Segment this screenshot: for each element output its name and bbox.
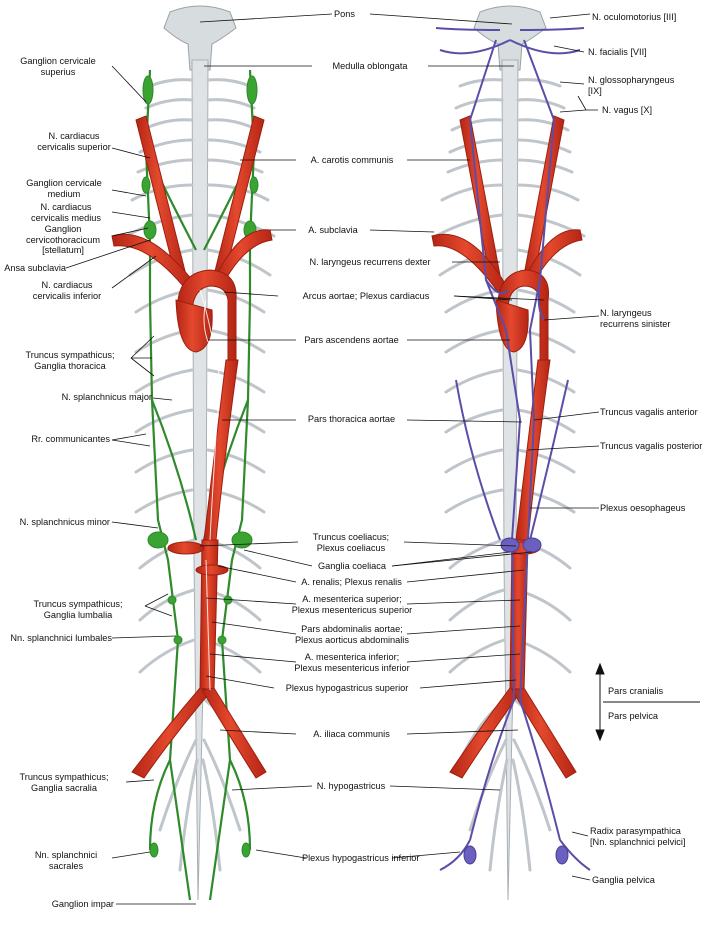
label-pons: Pons	[334, 9, 355, 19]
label-truncus-sympathicus-lumbalia: Truncus sympathicus; Ganglia lumbalia	[33, 599, 123, 620]
label-a-renalis: A. renalis; Plexus renalis	[301, 577, 402, 587]
label-plexus-hypogastricus-inferior: Plexus hypogastricus inferior	[302, 853, 420, 863]
right-coeliac-ganglia	[463, 537, 569, 865]
label-n-oculomotorius: N. oculomotorius [III]	[592, 12, 677, 22]
label-truncus-vagalis-anterior: Truncus vagalis anterior	[600, 407, 698, 417]
label-truncus-sympathicus-sacralia: Truncus sympathicus; Ganglia sacralia	[19, 772, 109, 793]
label-pars-cranialis: Pars cranialis	[608, 686, 664, 696]
label-n-laryngeus-recurrens-sinister: N. laryngeus recurrens sinister	[600, 308, 671, 329]
label-plexus-oesophageus: Plexus oesophageus	[600, 503, 686, 513]
label-a-subclavia: A. subclavia	[308, 225, 358, 235]
label-truncus-coeliacus: Truncus coeliacus; Plexus coeliacus	[312, 532, 390, 553]
label-n-cardiacus-cervicalis-superior: N. cardiacus cervicalis superior	[37, 131, 111, 152]
left-brainstem	[163, 5, 237, 71]
left-arteries	[111, 115, 273, 779]
label-truncus-sympathicus-thoracica: Truncus sympathicus; Ganglia thoracica	[25, 350, 115, 371]
leader-lines	[65, 13, 600, 905]
left-spinal-cord	[191, 59, 209, 901]
left-sympathetic-trunks	[144, 69, 256, 901]
label-truncus-vagalis-posterior: Truncus vagalis posterior	[600, 441, 703, 451]
label-ansa-subclavia: Ansa subclavia	[4, 263, 66, 273]
left-figure	[111, 5, 276, 901]
right-figure	[431, 5, 591, 901]
label-n-splanchnicus-minor: N. splanchnicus minor	[19, 517, 110, 527]
label-a-carotis-communis: A. carotis communis	[310, 155, 394, 165]
label-medulla-oblongata: Medulla oblongata	[332, 61, 408, 71]
label-plexus-hypogastricus-superior: Plexus hypogastricus superior	[285, 683, 409, 693]
left-ascending-aorta	[175, 299, 213, 353]
label-pars-pelvica: Pars pelvica	[608, 711, 659, 721]
label-n-cardiacus-cervicalis-medius: N. cardiacus cervicalis medius	[31, 202, 101, 223]
label-a-mesenterica-superior: A. mesenterica superior; Plexus mesenter…	[291, 594, 413, 615]
label-pars-abdominalis-aortae: Pars abdominalis aortae; Plexus aorticus…	[295, 624, 409, 645]
label-nn-splanchnici-lumbales: Nn. splanchnici lumbales	[10, 633, 112, 643]
label-n-splanchnicus-major: N. splanchnicus major	[61, 392, 152, 402]
label-ganglion-impar: Ganglion impar	[51, 899, 114, 909]
label-rr-communicantes: Rr. communicantes	[31, 434, 110, 444]
right-brainstem	[473, 5, 547, 71]
label-pars-thoracica-aortae: Pars thoracica aortae	[307, 414, 396, 424]
left-iliac-left	[201, 687, 267, 779]
left-iliac-right	[131, 687, 213, 779]
label-ganglia-coeliaca: Ganglia coeliaca	[318, 561, 386, 571]
cranial-pelvic-divider	[595, 662, 700, 742]
label-radix-parasympathica: Radix parasympathica [Nn. splanchnici pe…	[590, 826, 686, 847]
left-autonomic-plexus	[199, 289, 221, 691]
right-vagus-nerves	[435, 27, 591, 871]
label-n-hypogastricus: N. hypogastricus	[316, 781, 386, 791]
label-n-cardiacus-cervicalis-inferior: N. cardiacus cervicalis inferior	[32, 280, 102, 301]
right-arteries	[431, 115, 583, 779]
label-pars-ascendens-aortae: Pars ascendens aortae	[304, 335, 399, 345]
label-n-laryngeus-recurrens-dexter: N. laryngeus recurrens dexter	[309, 257, 431, 267]
label-ganglion-cervicothoracicum: Ganglion cervicothoracicum [stellatum]	[25, 224, 101, 255]
label-n-vagus: N. vagus [X]	[602, 105, 653, 115]
label-a-mesenterica-inferior: A. mesenterica inferior; Plexus mesenter…	[294, 652, 410, 673]
label-n-facialis: N. facialis [VII]	[588, 47, 647, 57]
label-a-iliaca-communis: A. iliaca communis	[313, 729, 390, 739]
label-ganglion-cervicale-medium: Ganglion cervicale medium	[26, 178, 102, 199]
label-arcus-aortae: Arcus aortae; Plexus cardiacus	[302, 291, 430, 301]
label-n-glossopharyngeus: N. glossopharyngeus [IX]	[588, 75, 675, 96]
label-nn-splanchnici-sacrales: Nn. splanchnici sacrales	[34, 850, 98, 871]
label-ganglion-cervicale-superius: Ganglion cervicale superius	[20, 56, 96, 77]
label-ganglia-pelvica: Ganglia pelvica	[592, 875, 655, 885]
